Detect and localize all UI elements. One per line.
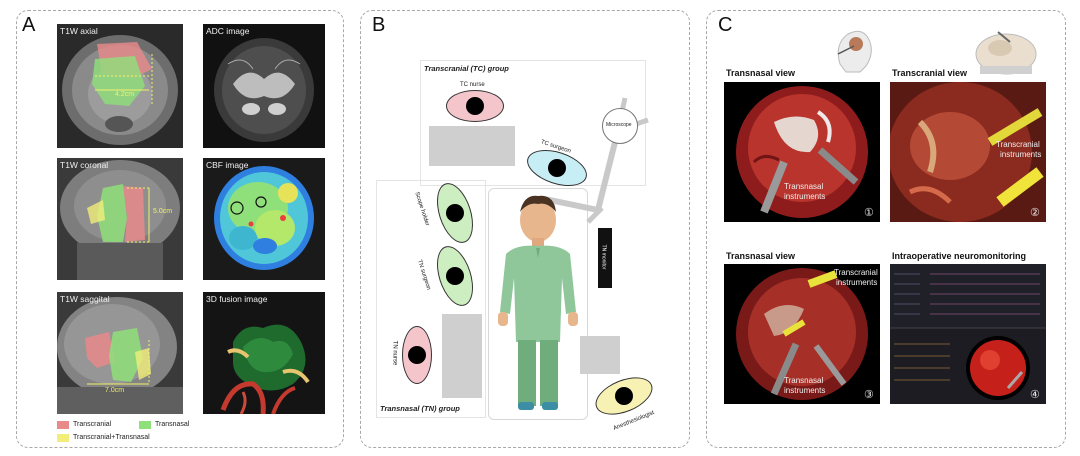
instrument-label: instruments bbox=[836, 278, 878, 287]
measure-label: 7.0cm bbox=[105, 387, 125, 394]
view-number: ① bbox=[864, 207, 874, 219]
panel-b bbox=[360, 10, 690, 448]
legend-label-transnasal: Transnasal bbox=[155, 421, 190, 428]
tile-caption: T1W axial bbox=[60, 26, 98, 36]
mri-axial-image: T1W axial 4.2cm bbox=[57, 24, 183, 148]
measure-label: 5.0cm bbox=[153, 208, 173, 215]
c-tile-title: Intraoperative neuromonitoring bbox=[892, 251, 1027, 261]
tn-nurse-label: TN nurse bbox=[391, 340, 398, 366]
endoscopic-combined-view: Transcranial instruments Transnasal inst… bbox=[724, 264, 880, 404]
instrument-label: instruments bbox=[1000, 150, 1042, 159]
tc-surgeon-head bbox=[548, 159, 566, 177]
legend-label-transcranial: Transcranial bbox=[73, 421, 112, 428]
panel-a bbox=[16, 10, 344, 448]
measure-label: 4.2cm bbox=[115, 91, 135, 98]
endoscopic-transnasal-view: Transnasal instruments ① bbox=[724, 82, 880, 222]
mri-sagittal-image: T1W saggital 7.0cm bbox=[57, 292, 183, 414]
c-tile-title: Transcranial view bbox=[892, 68, 968, 78]
tc-group-label: Transcranial (TC) group bbox=[424, 64, 509, 73]
tn-monitor-label: TN monitor bbox=[600, 244, 607, 270]
panel-b-label: B bbox=[372, 14, 386, 36]
instrument-label: Transnasal bbox=[784, 376, 824, 385]
cbf-image: CBF image bbox=[203, 158, 325, 280]
legend-swatch-transnasal bbox=[139, 421, 151, 429]
instrument-label: Transcranial bbox=[834, 268, 878, 277]
transcranial-head-icon bbox=[975, 31, 1037, 75]
tile-caption: T1W saggital bbox=[60, 294, 110, 304]
tile-caption: ADC image bbox=[206, 26, 250, 36]
view-number: ③ bbox=[864, 389, 874, 401]
anesthesiologist-head bbox=[615, 387, 633, 405]
tn-group-label: Transnasal (TN) group bbox=[380, 404, 460, 413]
transnasal-head-icon bbox=[837, 30, 872, 73]
legend-swatch-transcranial bbox=[57, 421, 69, 429]
microscope-label: Microscope bbox=[606, 122, 632, 128]
view-number: ④ bbox=[1030, 389, 1040, 401]
tile-caption: 3D fusion image bbox=[206, 294, 268, 304]
tn-monitor bbox=[598, 228, 612, 288]
tc-nurse-head bbox=[466, 97, 484, 115]
tc-nurse-label: TC nurse bbox=[460, 82, 485, 88]
mri-coronal-image: T1W coronal 5.0cm bbox=[57, 158, 183, 280]
c-tile-title: Transnasal view bbox=[726, 68, 796, 78]
scope-holder-head bbox=[446, 204, 464, 222]
adc-image: ADC image bbox=[203, 24, 325, 148]
legend-swatch-combined bbox=[57, 434, 69, 442]
instrument-label: instruments bbox=[784, 386, 826, 395]
tile-caption: T1W coronal bbox=[60, 160, 109, 170]
tn-group-area bbox=[376, 180, 486, 418]
neuromonitoring-screen: ④ bbox=[890, 264, 1046, 404]
panel-a-label: A bbox=[22, 14, 36, 36]
view-number: ② bbox=[1030, 207, 1040, 219]
operating-table-area bbox=[488, 188, 588, 420]
instrument-label: Transcranial bbox=[996, 140, 1040, 149]
tile-caption: CBF image bbox=[206, 160, 249, 170]
tn-surgeon-head bbox=[446, 267, 464, 285]
tc-instrument-table bbox=[429, 126, 515, 166]
c-tile-title: Transnasal view bbox=[726, 251, 796, 261]
tn-nurse-head bbox=[408, 346, 426, 364]
legend-label-combined: Transcranial+Transnasal bbox=[73, 434, 150, 441]
panel-c bbox=[706, 10, 1066, 448]
microscopic-transcranial-view: Transcranial instruments ② bbox=[890, 82, 1046, 222]
3d-fusion-image: 3D fusion image bbox=[203, 292, 325, 414]
panel-c-label: C bbox=[718, 14, 733, 36]
microscope-icon bbox=[602, 108, 638, 144]
tn-instrument-table bbox=[442, 314, 482, 398]
instrument-label: instruments bbox=[784, 192, 826, 201]
instrument-label: Transnasal bbox=[784, 182, 824, 191]
patient-figure bbox=[498, 195, 578, 410]
anesthesia-cart bbox=[580, 336, 620, 374]
